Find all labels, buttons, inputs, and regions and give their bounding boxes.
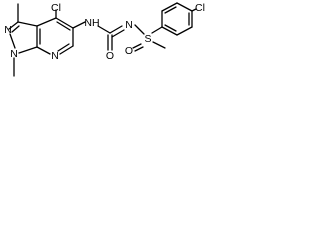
- bond-carbonyl-n-b: [111, 29, 125, 38]
- bond-ph-inner-3: [164, 24, 177, 32]
- bond-ph-6: [161, 26, 178, 36]
- bond-n1-c3a: [8, 21, 19, 30]
- atom-label-n-pyrazole-top: N: [4, 24, 12, 36]
- atom-label-s: S: [144, 33, 151, 45]
- bond-ph-cl: [191, 8, 197, 12]
- atom-label-n-pyrazole-bottom: N: [10, 48, 18, 60]
- bond-nh-carbonyl: [97, 25, 111, 34]
- bond-c6-n7-double: [57, 43, 70, 52]
- bond-carbonyl-n-a: [109, 25, 123, 34]
- bond-ph-2: [161, 2, 178, 12]
- bond-c3a-c3b: [17, 21, 38, 27]
- bond-ph-3: [176, 2, 193, 12]
- bond-n-s: [134, 24, 145, 35]
- atom-label-nh: NH: [84, 17, 99, 29]
- bond-s-phenyl: [151, 26, 163, 34]
- bond-s-o-a: [132, 43, 142, 49]
- bond-s-o-b: [134, 46, 144, 52]
- bonds: [8, 2, 197, 77]
- bond-n1-c3a-double: [11, 25, 20, 33]
- bond-c4-c5-double: [56, 21, 71, 31]
- bond-c4-c5: [55, 17, 74, 29]
- bond-s-methyl: [152, 41, 166, 49]
- bond-n7-c7a: [36, 46, 51, 55]
- bond-ph-5: [176, 26, 193, 36]
- bond-ph-inner-1: [164, 6, 177, 14]
- atom-label-cl-phenyl: Cl: [195, 2, 205, 14]
- bond-c6-n7: [59, 45, 74, 55]
- bond-c7a-n2: [18, 46, 38, 54]
- atom-label-n-imino: N: [125, 19, 133, 31]
- atom-label-n-pyridine: N: [51, 50, 59, 62]
- bond-c3b-c4: [36, 17, 57, 27]
- atom-label-o-carbonyl: O: [106, 50, 114, 62]
- atom-labels: Cl Cl N N N NH N O S O: [4, 2, 205, 62]
- atom-label-o-sulfoxide: O: [125, 45, 133, 57]
- bond-c5-nh: [72, 21, 86, 29]
- atom-label-cl-ring: Cl: [51, 2, 61, 14]
- chemical-structure: Cl Cl N N N NH N O S O: [4, 2, 205, 77]
- bond-n2-n1: [9, 33, 16, 49]
